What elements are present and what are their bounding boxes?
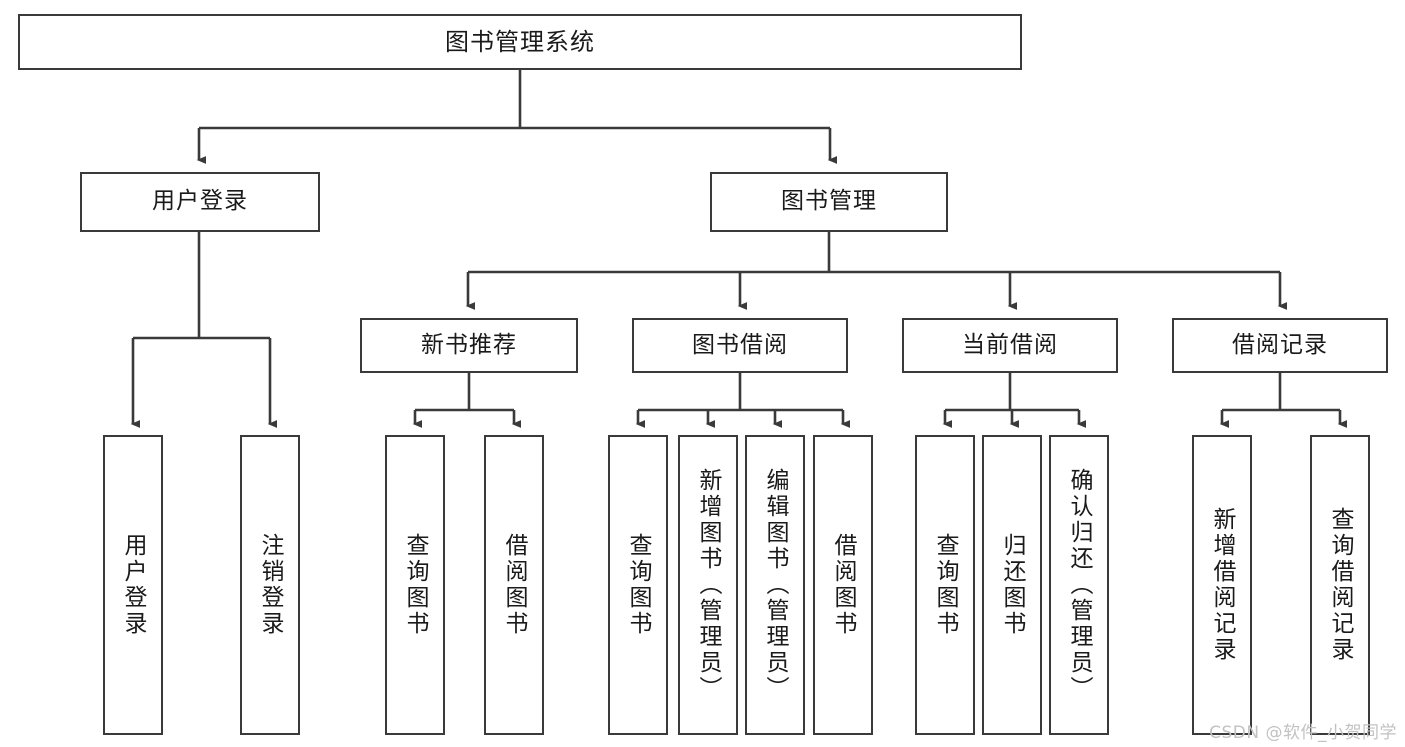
node-leaf-query-book-cb[interactable]: 查询图书 — [915, 435, 975, 735]
node-leaf-user-login-label: 用户登录 — [120, 533, 147, 637]
node-book-borrow-label: 图书借阅 — [692, 331, 788, 358]
node-book-borrow[interactable]: 图书借阅 — [632, 318, 848, 373]
node-leaf-edit-book[interactable]: 编辑图书（管理员） — [745, 435, 805, 735]
node-leaf-confirm-return-label: 确认归还（管理员） — [1066, 468, 1093, 702]
node-leaf-borrow-book-bb-label: 借阅图书 — [830, 533, 857, 637]
node-borrow-record-label: 借阅记录 — [1232, 331, 1328, 358]
node-leaf-borrow-book-rec-label: 借阅图书 — [501, 533, 528, 637]
node-leaf-add-record-label: 新增借阅记录 — [1209, 507, 1236, 663]
node-leaf-add-book[interactable]: 新增图书（管理员） — [678, 435, 738, 735]
node-new-book-rec-label: 新书推荐 — [421, 331, 517, 358]
node-current-borrow[interactable]: 当前借阅 — [902, 318, 1118, 373]
node-root[interactable]: 图书管理系统 — [18, 14, 1022, 70]
node-user-login-label: 用户登录 — [152, 188, 248, 215]
node-leaf-confirm-return[interactable]: 确认归还（管理员） — [1049, 435, 1109, 735]
node-leaf-query-book-rec[interactable]: 查询图书 — [385, 435, 445, 735]
node-leaf-user-login[interactable]: 用户登录 — [103, 435, 163, 735]
node-leaf-query-book-bb[interactable]: 查询图书 — [608, 435, 668, 735]
node-book-manage-label: 图书管理 — [781, 188, 877, 215]
node-leaf-borrow-book-bb[interactable]: 借阅图书 — [813, 435, 873, 735]
node-leaf-query-record[interactable]: 查询借阅记录 — [1310, 435, 1370, 735]
node-leaf-add-record[interactable]: 新增借阅记录 — [1192, 435, 1252, 735]
node-root-label: 图书管理系统 — [445, 27, 595, 56]
node-current-borrow-label: 当前借阅 — [962, 331, 1058, 358]
node-leaf-query-book-bb-label: 查询图书 — [625, 533, 652, 637]
node-leaf-edit-book-label: 编辑图书（管理员） — [762, 468, 789, 702]
node-leaf-query-book-rec-label: 查询图书 — [402, 533, 429, 637]
node-leaf-add-book-label: 新增图书（管理员） — [695, 468, 722, 702]
node-leaf-query-record-label: 查询借阅记录 — [1327, 507, 1354, 663]
node-leaf-return-book-label: 归还图书 — [999, 533, 1026, 637]
node-new-book-rec[interactable]: 新书推荐 — [360, 318, 578, 373]
node-book-manage[interactable]: 图书管理 — [710, 172, 948, 232]
node-user-login[interactable]: 用户登录 — [80, 172, 320, 232]
node-leaf-logout-label: 注销登录 — [257, 533, 284, 637]
node-leaf-logout[interactable]: 注销登录 — [240, 435, 300, 735]
node-leaf-query-book-cb-label: 查询图书 — [932, 533, 959, 637]
node-leaf-borrow-book-rec[interactable]: 借阅图书 — [484, 435, 544, 735]
node-borrow-record[interactable]: 借阅记录 — [1172, 318, 1388, 373]
csdn-watermark: CSDN @软件_小贺同学 — [1209, 723, 1397, 743]
node-leaf-return-book[interactable]: 归还图书 — [982, 435, 1042, 735]
